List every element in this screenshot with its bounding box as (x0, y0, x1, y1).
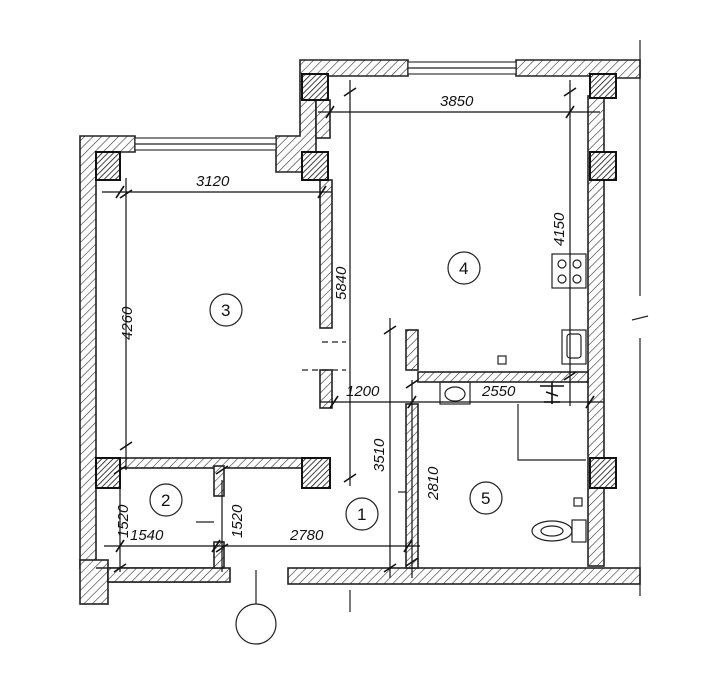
room-labels: 3 4 2 1 5 (149, 251, 503, 531)
shower-drain-icon (573, 497, 583, 507)
wall-hall-room5 (405, 329, 419, 371)
room-number-5: 5 (481, 489, 490, 508)
column (95, 151, 121, 181)
entrance-marker-icon (235, 570, 277, 645)
dim-3510: 3510 (371, 438, 388, 472)
wall-room3-room4 (319, 179, 333, 329)
room-number-4: 4 (459, 259, 468, 278)
dim-1200: 1200 (346, 383, 380, 400)
dim-3850: 3850 (440, 93, 474, 110)
dim-3120: 3120 (196, 173, 230, 190)
room-marker (209, 293, 243, 327)
column (301, 151, 329, 181)
wall-step-inner (315, 99, 331, 139)
room-number-1: 1 (357, 505, 366, 524)
dim-5840: 5840 (333, 266, 350, 300)
column (589, 151, 617, 181)
fixtures (235, 253, 587, 645)
column (301, 73, 329, 101)
light-fixture-icon (540, 382, 564, 404)
room-marker (149, 483, 183, 517)
wall-left-lower (79, 559, 109, 605)
wall-left (79, 135, 136, 569)
windows (134, 40, 649, 596)
dim-1540: 1540 (130, 527, 164, 544)
room-number-3: 3 (221, 301, 230, 320)
dimension-lines (102, 80, 604, 578)
wall-step (275, 59, 409, 173)
dim-2780: 2780 (289, 527, 324, 544)
wall-room4-room5 (417, 371, 589, 383)
dim-2810: 2810 (425, 466, 442, 501)
outlet-icon (497, 355, 507, 365)
kitchen-sink-icon (561, 329, 587, 365)
room-marker (345, 497, 379, 531)
column (589, 457, 617, 489)
column (589, 73, 617, 99)
wall-room2-right (213, 465, 225, 497)
wall-room3-bottom (119, 457, 303, 469)
column (301, 457, 331, 489)
wall-top-right (515, 59, 641, 79)
dim-4260: 4260 (119, 306, 136, 340)
wall-bottom-left-segment (107, 567, 231, 583)
room-marker (469, 481, 503, 515)
dim-2550: 2550 (481, 383, 516, 400)
pipe-line (517, 404, 586, 461)
dim-4150: 4150 (551, 212, 568, 246)
dim-1520-right: 1520 (229, 504, 246, 538)
stove-icon (551, 253, 587, 289)
room-marker (447, 251, 481, 285)
wall-bottom-right (287, 567, 641, 585)
dim-1520-left: 1520 (115, 504, 132, 538)
bathroom-sink-icon (439, 381, 471, 405)
columns (95, 73, 617, 489)
interior-walls (119, 179, 589, 569)
room-number-2: 2 (161, 491, 170, 510)
toilet-icon (531, 519, 587, 543)
